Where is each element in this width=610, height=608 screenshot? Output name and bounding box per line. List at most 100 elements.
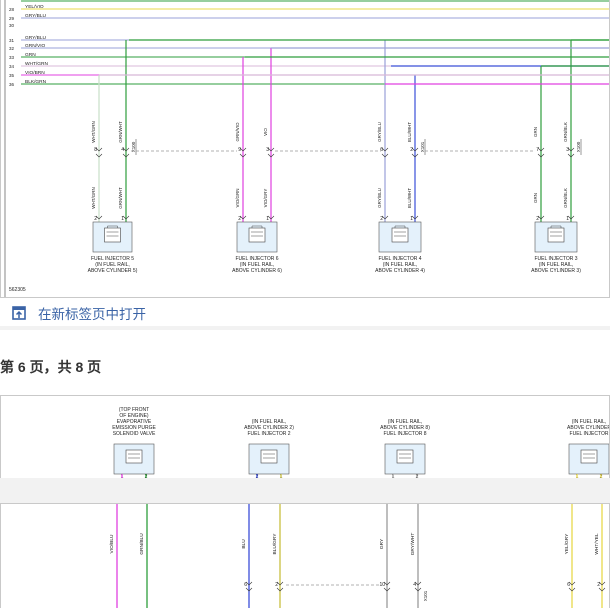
wire-pin-number: 35 (9, 73, 15, 78)
connector-id: X100 (131, 141, 136, 152)
wire-color-label: BLU (241, 539, 247, 549)
connector-pin-symbol (122, 147, 130, 152)
injector-location: (IN FUEL RAIL, (95, 262, 130, 268)
component-symbol (260, 449, 278, 464)
connector-pin-symbol (95, 153, 103, 158)
injector-location: (IN FUEL RAIL, (383, 262, 418, 268)
pin-number: 2 (597, 582, 600, 588)
component-label: EVAPORATIVE (117, 419, 152, 425)
pin-number: 1 (566, 216, 569, 222)
component-label: SOLENOID VALVE (113, 431, 156, 437)
connector-pin-symbol (598, 581, 606, 586)
connector-pin-symbol (568, 587, 576, 592)
wire-color-label: BLU/GRY (272, 533, 278, 555)
wire-label: GRN (25, 52, 36, 58)
connector-pin-symbol (245, 581, 253, 586)
wire-color-label: GRN (533, 193, 538, 203)
injector-name: FUEL INJECTOR 5 (91, 256, 134, 262)
injector-symbol-detail (251, 231, 263, 237)
component-label: ABOVE CYLINDER (567, 425, 610, 431)
wire-label: GRY/BLU (25, 13, 47, 19)
pin-number: 6 (380, 147, 383, 153)
connector-pin-symbol (245, 587, 253, 592)
pin-number: 1 (266, 216, 269, 222)
wire-pin-number: 29 (9, 16, 15, 21)
diagram-id: 562305 (9, 287, 26, 293)
component-label: FUEL INJECTOR 2 (247, 431, 290, 437)
connector-pin-symbol (414, 587, 422, 592)
connector-pin-symbol (567, 147, 575, 152)
component-symbol (396, 449, 414, 464)
injector-location: (IN FUEL RAIL, (539, 262, 574, 268)
pin-number: 3 (266, 147, 269, 153)
injector-location: ABOVE CYLINDER 3) (531, 268, 581, 274)
wire-color-label: VIO/GRN (235, 188, 240, 207)
injector-location: ABOVE CYLINDER 5) (88, 268, 138, 274)
wiring-diagram-panel-top: GRN28YEL/VIO29GRY/BLU3031GRY/BLU32GRN/VI… (0, 0, 610, 298)
pin-number: 2 (410, 147, 413, 153)
component-label: ABOVE CYLINDER 2) (244, 425, 294, 431)
wire-color-label: GRN/WHT (118, 187, 123, 209)
connector-pin-symbol (598, 587, 606, 592)
connector-pin-symbol (95, 215, 103, 220)
wire-pin-number: 30 (9, 23, 15, 28)
injector-symbol-detail (251, 225, 263, 228)
injector-symbol-detail (394, 231, 406, 237)
pin-number: 2 (94, 216, 97, 222)
wire-color-label: WHT/YEL (594, 533, 600, 555)
component-label: OF ENGINE) (119, 413, 149, 419)
wire-pin-number: 28 (9, 7, 15, 12)
component-label: (TOP FRONT (119, 407, 149, 413)
connector-pin-symbol (276, 587, 284, 592)
connector-id: X101 (423, 590, 428, 601)
pin-number: 6 (244, 582, 247, 588)
pin-number: 9 (238, 147, 241, 153)
pin-number: 3 (566, 147, 569, 153)
component-symbol-detail (399, 453, 411, 459)
component-symbol-detail (583, 453, 595, 459)
connector-pin-symbol (567, 215, 575, 220)
injector-name: FUEL INJECTOR 6 (235, 256, 278, 262)
connector-pin-symbol (383, 587, 391, 592)
open-in-new-tab-link[interactable]: 在新标签页中打开 (12, 302, 146, 324)
connector-pin-symbol (239, 147, 247, 152)
connector-id: X101 (420, 141, 425, 152)
wire-pin-number: 34 (9, 64, 15, 69)
wiring-diagram-top: GRN28YEL/VIO29GRY/BLU3031GRY/BLU32GRN/VI… (4, 0, 609, 297)
connector-pin-symbol (411, 147, 419, 152)
wire-color-label: WHT/GRN (91, 187, 96, 209)
pin-number: 1 (121, 216, 124, 222)
connector-pin-symbol (381, 153, 389, 158)
connector-pin-symbol (95, 147, 103, 152)
component-label: ABOVE CYLINDER 8) (380, 425, 430, 431)
wire-color-label: GRY (379, 538, 385, 549)
component-symbol-detail (128, 453, 140, 459)
connector-pin-symbol (267, 215, 275, 220)
pin-number: 6 (567, 582, 570, 588)
connector-pin-symbol (411, 215, 419, 220)
page-indicator: 第 6 页，共 8 页 (0, 359, 102, 375)
connector-pin-symbol (239, 215, 247, 220)
injector-symbol (104, 227, 121, 243)
connector-pin-symbol (537, 153, 545, 158)
wire-color-label: GRY/WHT (410, 533, 416, 556)
wire-color-label: WHT/GRN (91, 121, 96, 143)
component-label: FUEL INJECTOR 8 (383, 431, 426, 437)
injector-location: (IN FUEL RAIL, (240, 262, 275, 268)
wire-color-label: GRY/BLU (377, 122, 382, 142)
connector-pin-symbol (537, 215, 545, 220)
wire-pin-number: 33 (9, 55, 15, 60)
wire-color-label: VIO (263, 128, 268, 136)
wire-color-label: GRN/VIO (235, 122, 240, 142)
connector-pin-symbol (568, 581, 576, 586)
wire-color-label: GRN/BLK (563, 188, 568, 208)
pin-number: 7 (536, 147, 539, 153)
wire-color-label: GRN/BLK (563, 122, 568, 142)
component-label: EMISSION PURGE (112, 425, 156, 431)
wire-label: VIO/BRN (25, 70, 45, 76)
pin-number: 2 (275, 582, 278, 588)
wire-color-label: GRN/WHT (118, 121, 123, 143)
pin-number: 1 (410, 216, 413, 222)
wire-color-label: VIO/BLU (109, 534, 115, 553)
connector-pin-symbol (239, 153, 247, 158)
